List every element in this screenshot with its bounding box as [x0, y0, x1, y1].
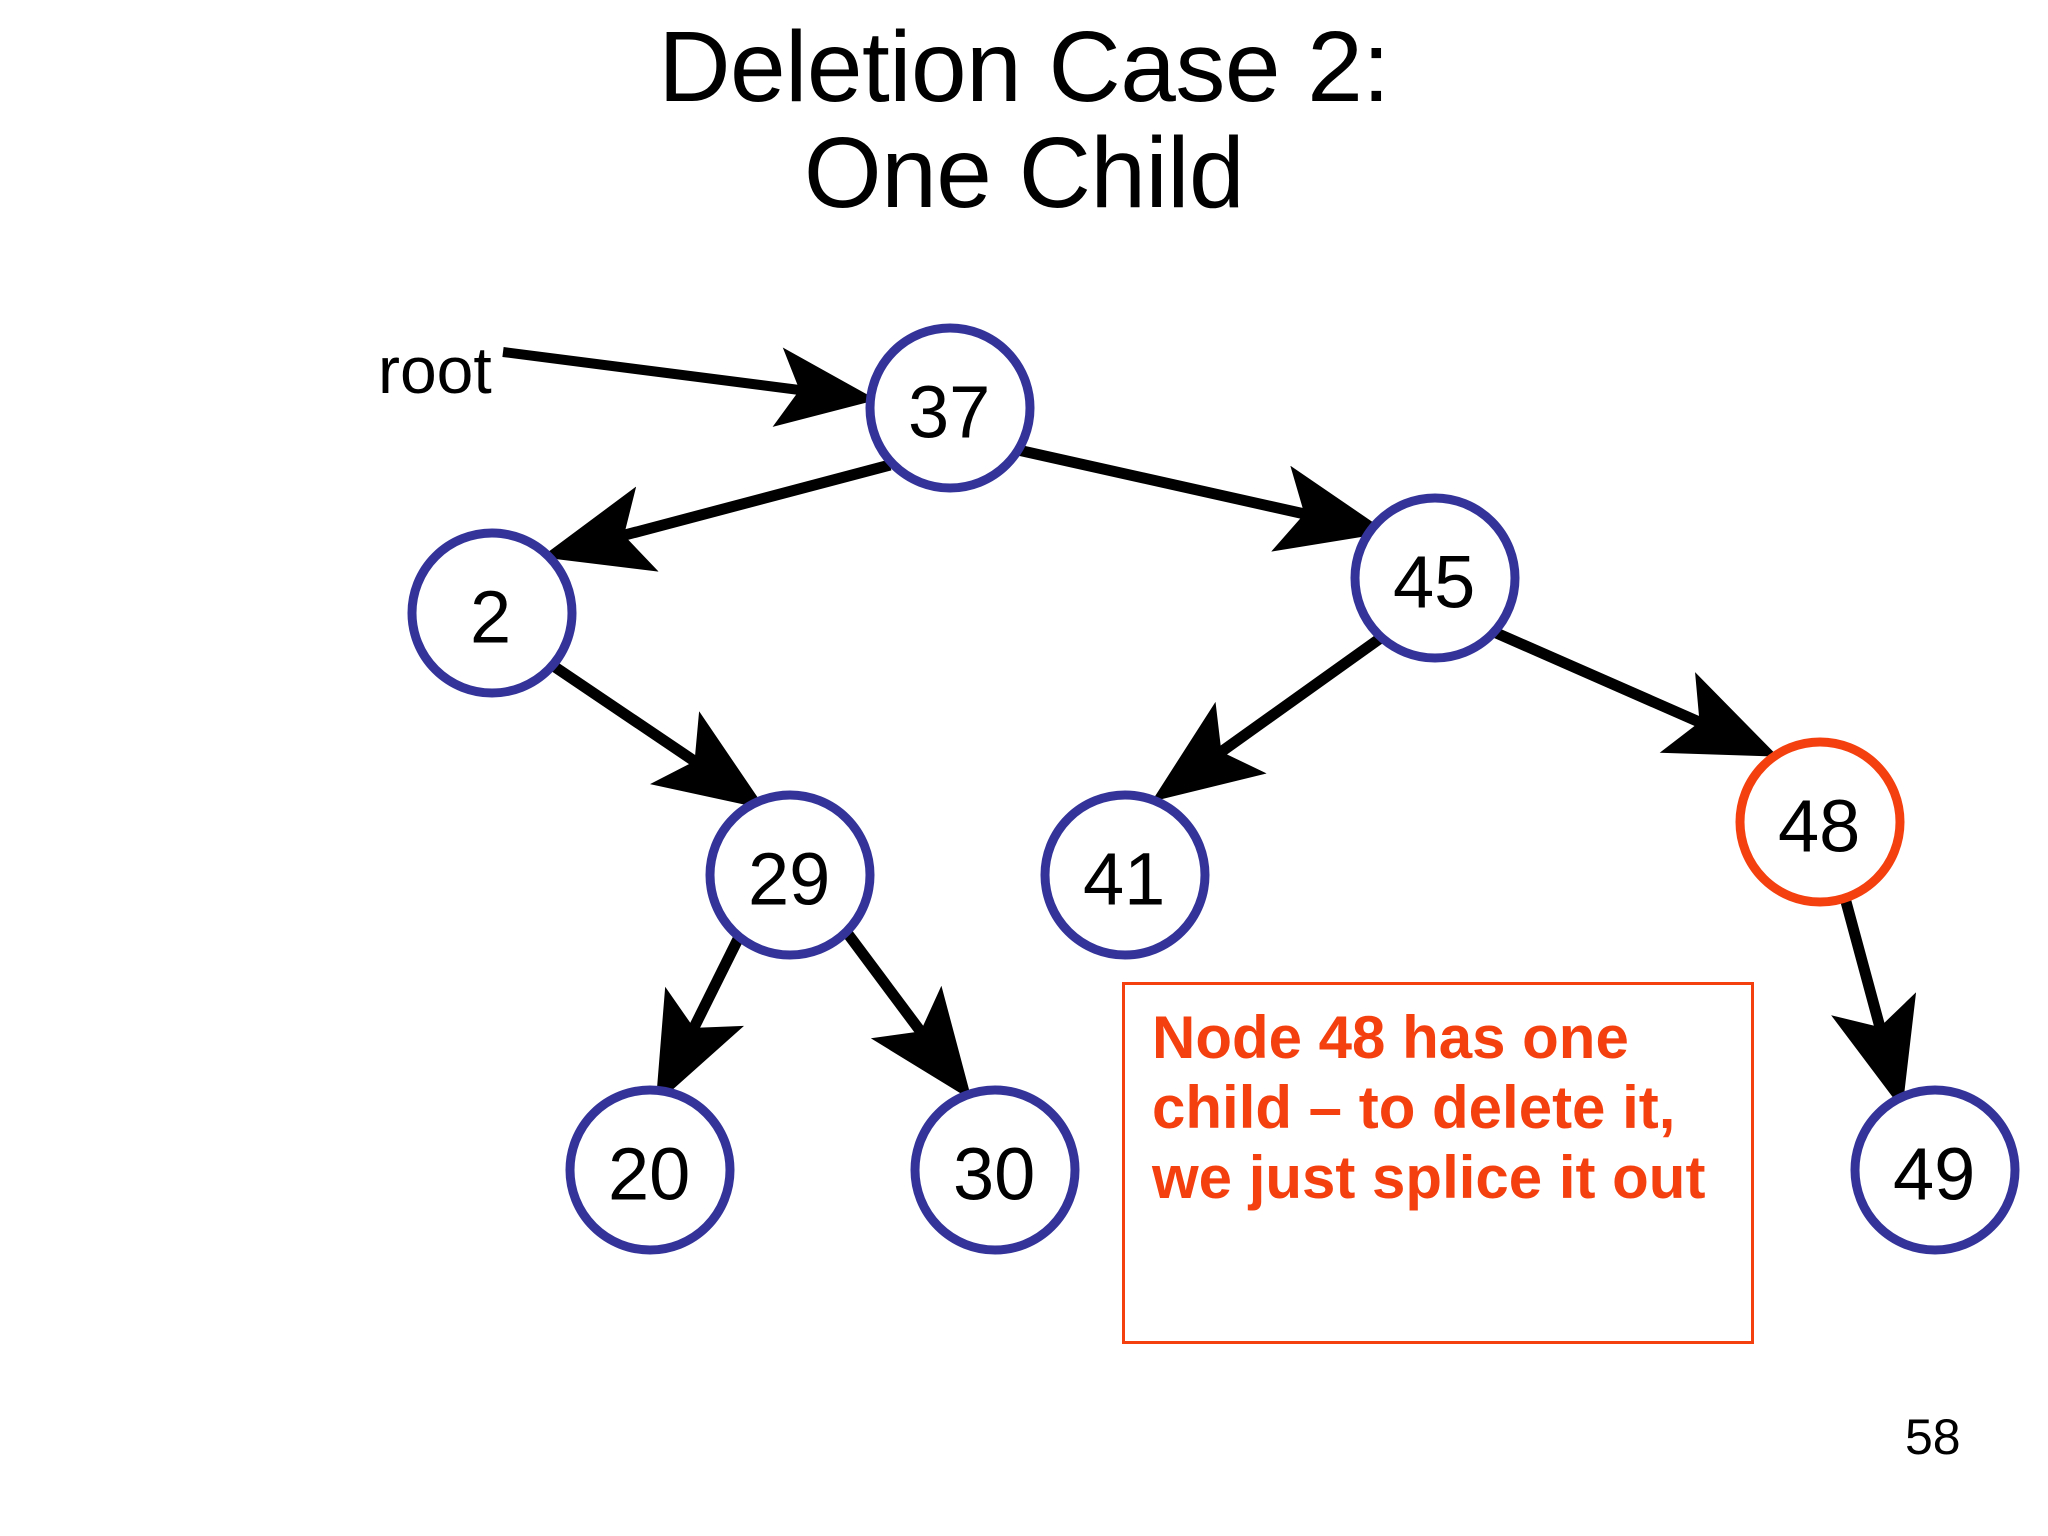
- tree-node-48[interactable]: 48: [1735, 737, 1905, 907]
- tree-node-circle-29[interactable]: [705, 790, 875, 960]
- tree-node-2[interactable]: 2: [407, 528, 577, 698]
- tree-edge-n37-to-n2: [541, 459, 892, 572]
- tree-edge-n29-to-n30: [840, 926, 972, 1101]
- root-label: root: [378, 333, 492, 407]
- tree-node-label-30: 30: [953, 1133, 1035, 1216]
- root-pointer-arrow: [502, 347, 877, 427]
- tree-node-label-2: 2: [470, 576, 511, 659]
- tree-node-45[interactable]: 45: [1350, 493, 1520, 663]
- tree-edge-n2-to-n29: [548, 660, 766, 810]
- tree-node-37[interactable]: 37: [865, 323, 1035, 493]
- tree-node-label-20: 20: [608, 1133, 690, 1216]
- tree-node-49[interactable]: 49: [1850, 1085, 2020, 1255]
- tree-node-29[interactable]: 29: [705, 790, 875, 960]
- tree-node-label-48: 48: [1778, 785, 1860, 868]
- tree-edge-n37-to-n45: [1016, 444, 1389, 552]
- tree-node-label-29: 29: [748, 838, 830, 921]
- edge-layer: [541, 444, 1917, 1110]
- root-pointer-line: [502, 347, 877, 427]
- tree-edge-n45-to-n41: [1151, 632, 1386, 802]
- tree-node-circle-49[interactable]: [1850, 1085, 2020, 1255]
- tree-node-circle-41[interactable]: [1040, 790, 1210, 960]
- tree-node-circle-30[interactable]: [910, 1085, 1080, 1255]
- tree-node-label-45: 45: [1393, 541, 1475, 624]
- tree-node-label-41: 41: [1083, 838, 1165, 921]
- tree-node-20[interactable]: 20: [565, 1085, 735, 1255]
- tree-edge-n45-to-n48: [1491, 626, 1779, 757]
- tree-node-circle-37[interactable]: [865, 323, 1035, 493]
- tree-node-30[interactable]: 30: [910, 1085, 1080, 1255]
- callout-text: Node 48 has one child – to delete it, we…: [1152, 1004, 1706, 1212]
- tree-node-circle-2[interactable]: [407, 528, 577, 698]
- tree-node-circle-48[interactable]: [1735, 737, 1905, 907]
- tree-node-label-49: 49: [1893, 1133, 1975, 1216]
- tree-node-circle-45[interactable]: [1350, 493, 1520, 663]
- page-title: Deletion Case 2: One Child: [0, 14, 2048, 226]
- callout-box: Node 48 has one child – to delete it, we…: [1122, 982, 1754, 1344]
- tree-node-label-37: 37: [908, 371, 990, 454]
- node-layer: 37 2 45 29 41 48 20 30 49: [407, 323, 2020, 1255]
- tree-node-circle-20[interactable]: [565, 1085, 735, 1255]
- tree-edge-n48-to-n49: [1831, 896, 1917, 1110]
- page-number: 58: [1905, 1409, 1961, 1465]
- tree-node-41[interactable]: 41: [1040, 790, 1210, 960]
- page-title-line-2: One Child: [803, 117, 1245, 229]
- tree-edge-n29-to-n20: [655, 932, 745, 1105]
- page-title-line-1: Deletion Case 2:: [658, 11, 1390, 123]
